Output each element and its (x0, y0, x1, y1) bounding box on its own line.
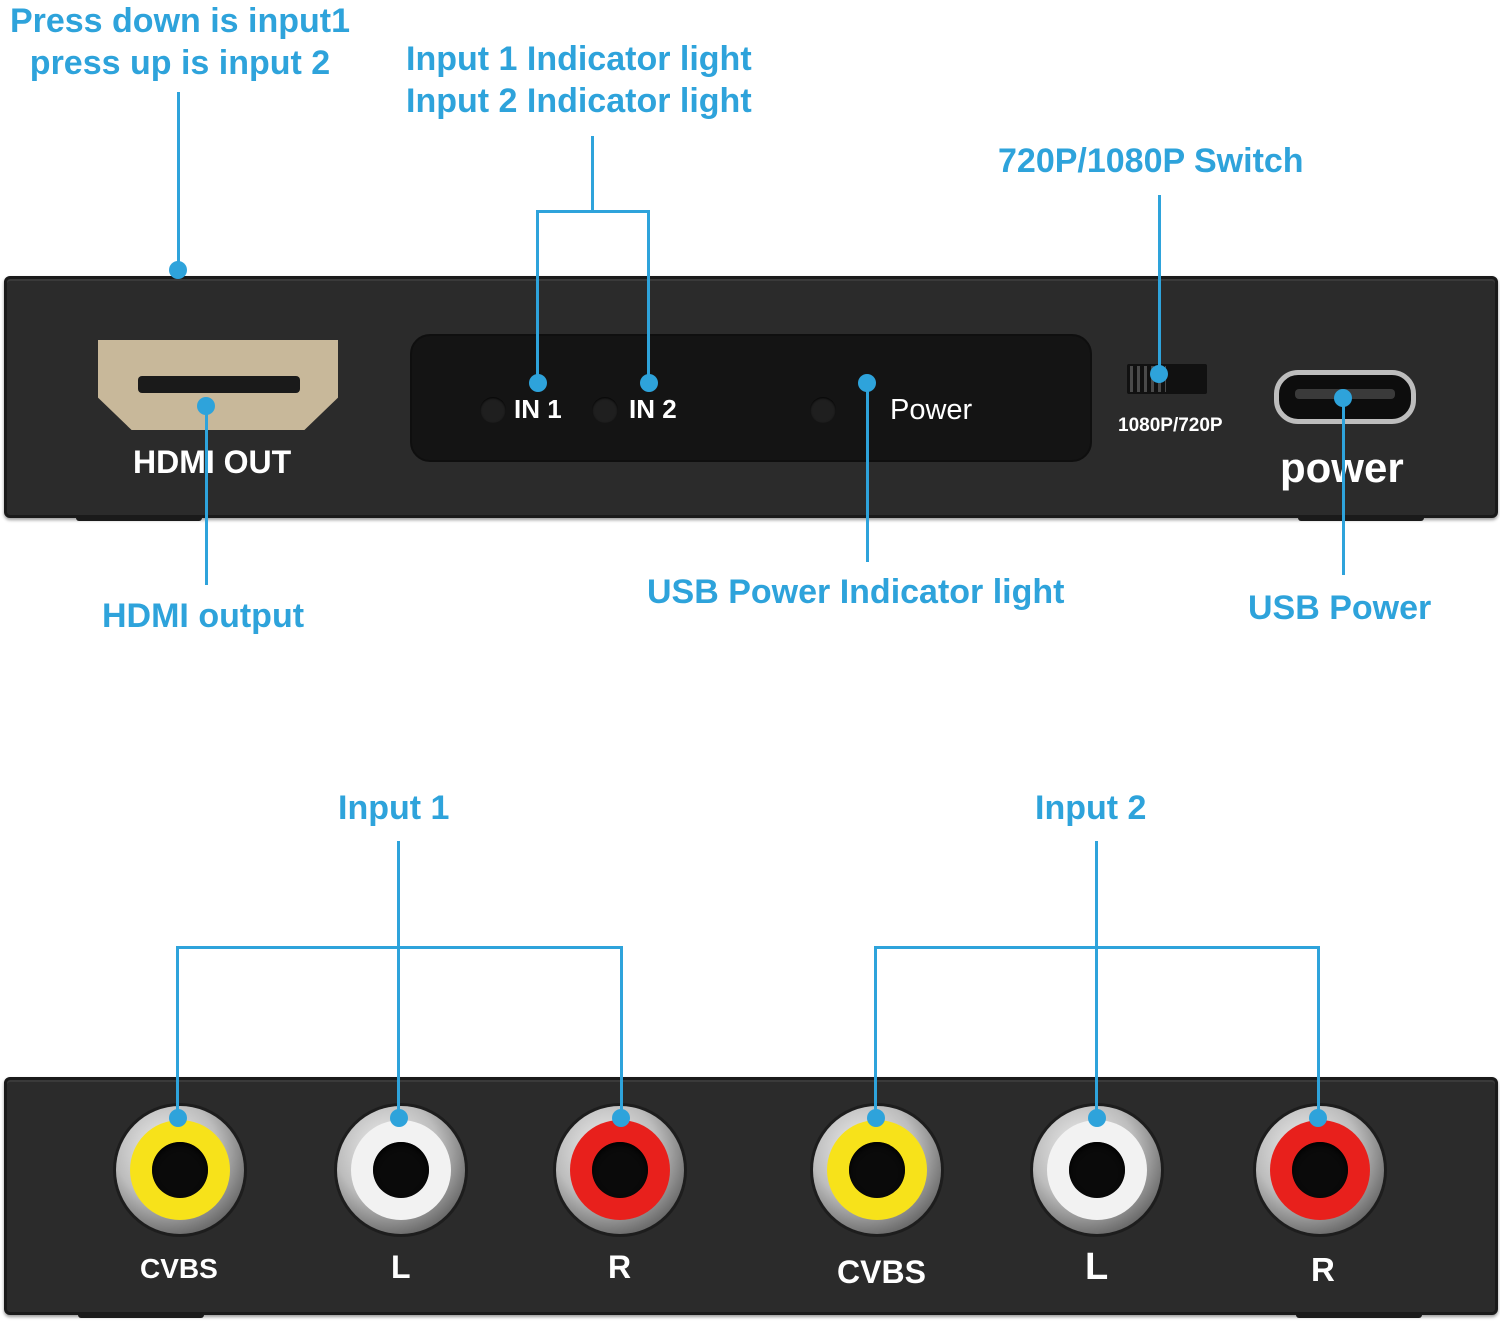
rca-hole (152, 1142, 208, 1198)
usb-power-label: power (1280, 444, 1404, 492)
leader-indicator-in1 (536, 210, 539, 382)
callout-usb-power: USB Power (1248, 589, 1432, 627)
rca-hole (373, 1142, 429, 1198)
leader-dot-input1-cvbs (169, 1109, 187, 1127)
callout-hdmi-output: HDMI output (102, 597, 305, 635)
leader-indicator-bar (536, 210, 650, 213)
jack-label-input2-cvbs: CVBS (837, 1254, 926, 1290)
in1-led (480, 397, 506, 423)
front-panel-foot-right (1298, 515, 1424, 521)
leader-dot-input2-l (1088, 1109, 1106, 1127)
rca-jack-input2-l[interactable] (1033, 1106, 1161, 1234)
callout-indicator-line2: Input 2 Indicator light (406, 82, 752, 120)
rca-hole (1292, 1142, 1348, 1198)
resolution-switch-label: 1080P/720P (1118, 415, 1223, 436)
leader-usb-power-indicator (866, 382, 869, 562)
rear-panel (4, 1077, 1498, 1315)
callout-usb-power-indicator: USB Power Indicator light (647, 573, 1065, 611)
leader-resolution-switch (1158, 195, 1161, 373)
rca-jack-input1-r[interactable] (556, 1106, 684, 1234)
leader-dot-hdmi-output (197, 397, 215, 415)
leader-input2-r (1317, 946, 1320, 1118)
leader-usb-power (1342, 397, 1345, 575)
callout-indicator-lights: Input 1 Indicator light Input 2 Indicato… (406, 38, 752, 122)
callout-input-select-line2: press up is input 2 (29, 44, 331, 82)
leader-input-select (177, 92, 180, 269)
leader-input1-stem (397, 841, 400, 1118)
front-panel-foot-left (76, 515, 202, 521)
leader-dot-input1-r (612, 1109, 630, 1127)
rca-jack-input1-cvbs[interactable] (116, 1106, 244, 1234)
in2-led (592, 397, 618, 423)
leader-dot-input1-l (390, 1109, 408, 1127)
rear-panel-foot-left (78, 1312, 204, 1318)
callout-input-select-line1: Press down is input1 (9, 2, 351, 40)
leader-dot-resolution-switch (1150, 365, 1168, 383)
jack-label-input2-l: L (1085, 1246, 1109, 1288)
leader-dot-input2-r (1309, 1109, 1327, 1127)
hdmi-port-slot (138, 376, 300, 393)
callout-resolution-switch: 720P/1080P Switch (998, 142, 1304, 180)
jack-label-input1-l: L (391, 1249, 411, 1285)
callout-input1: Input 1 (338, 789, 450, 827)
jack-label-input1-r: R (608, 1249, 632, 1285)
callout-input2: Input 2 (1035, 789, 1147, 827)
leader-dot-usb-power-indicator (858, 374, 876, 392)
power-led (810, 397, 836, 423)
leader-input2-bar (874, 946, 1320, 949)
rear-panel-foot-right (1296, 1312, 1422, 1318)
rca-jack-input2-cvbs[interactable] (813, 1106, 941, 1234)
rca-hole (1069, 1142, 1125, 1198)
leader-dot-input-select (169, 261, 187, 279)
leader-dot-in2 (640, 374, 658, 392)
hdmi-out-label: HDMI OUT (133, 444, 292, 480)
jack-label-input1-cvbs: CVBS (140, 1253, 218, 1284)
leader-dot-input2-cvbs (867, 1109, 885, 1127)
jack-label-input2-r: R (1311, 1251, 1335, 1288)
leader-input1-bar (176, 946, 623, 949)
rca-hole (592, 1142, 648, 1198)
leader-indicator-stem (591, 136, 594, 212)
leader-input2-stem (1095, 841, 1098, 1118)
indicator-window (410, 334, 1092, 462)
callout-indicator-line1: Input 1 Indicator light (406, 40, 752, 78)
leader-indicator-in2 (647, 210, 650, 382)
leader-input1-r (620, 946, 623, 1118)
callout-input-select: Press down is input1 press up is input 2 (0, 0, 360, 84)
in1-label: IN 1 (514, 394, 562, 424)
leader-dot-usb-power (1334, 389, 1352, 407)
in2-label: IN 2 (629, 394, 677, 424)
leader-hdmi-output (205, 405, 208, 585)
rca-jack-input2-r[interactable] (1256, 1106, 1384, 1234)
rca-hole (849, 1142, 905, 1198)
leader-input2-cvbs (874, 946, 877, 1118)
leader-dot-in1 (529, 374, 547, 392)
leader-input1-cvbs (176, 946, 179, 1118)
power-led-label: Power (890, 394, 973, 426)
rca-jack-input1-l[interactable] (337, 1106, 465, 1234)
